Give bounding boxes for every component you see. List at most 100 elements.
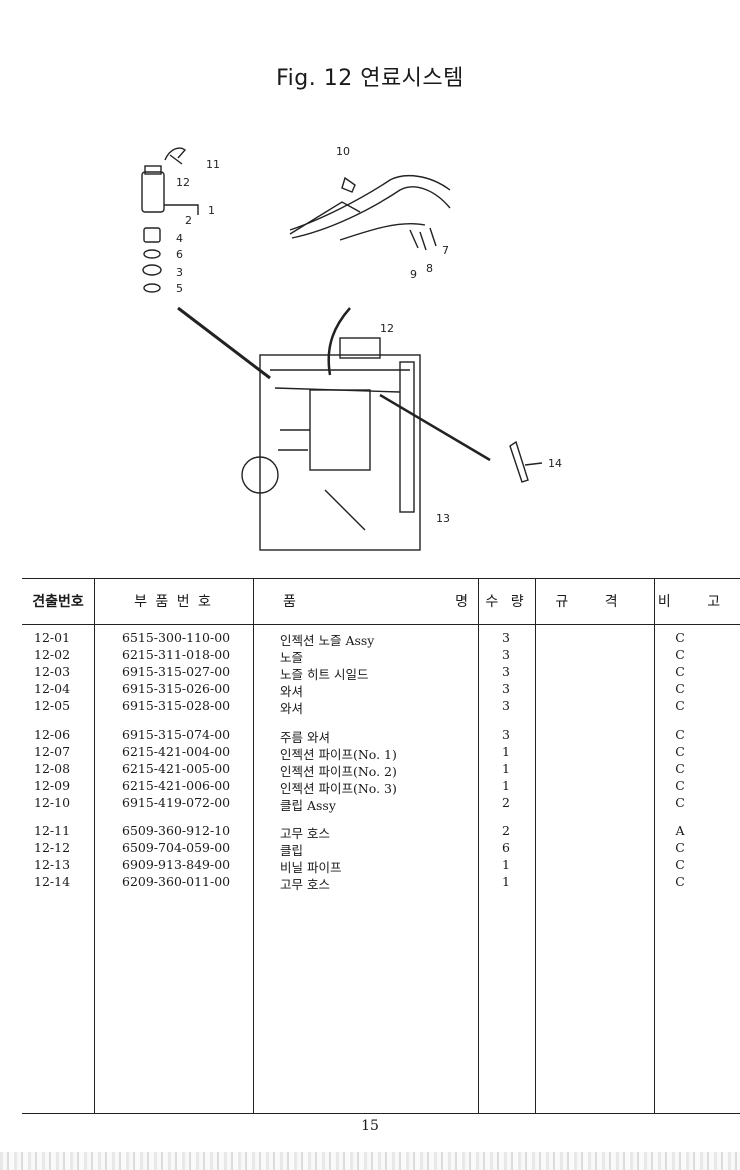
row-note: C <box>675 681 685 696</box>
figure-title: Fig. 12 연료시스템 <box>276 66 464 91</box>
header-spec: 규 격 <box>555 594 634 610</box>
diagram-label: 5 <box>176 282 183 295</box>
fuel-system-diagram: 1 2 3 4 5 6 7 8 9 10 11 12 12 13 14 <box>141 145 562 551</box>
table-top-border <box>22 578 740 579</box>
row-ref: 12-02 <box>34 647 71 662</box>
row-name: 클립 <box>280 843 304 858</box>
row-qty: 1 <box>502 744 510 759</box>
header-note: 비 고 <box>657 594 737 610</box>
diagram-label: 4 <box>176 232 183 245</box>
row-note: C <box>675 727 685 742</box>
row-note: A <box>675 823 685 838</box>
row-note: C <box>675 664 685 679</box>
row-part-no: 6915-315-074-00 <box>122 727 231 742</box>
parts-table: 견출번호 부 품 번 호 품 명 수 량 규 격 비 고 12-01 6515-3… <box>22 578 740 1114</box>
table-bottom-border <box>22 1113 740 1114</box>
diagram-label: 12 <box>176 176 190 189</box>
row-ref: 12-01 <box>34 630 71 645</box>
header-part-no: 부 품 번 호 <box>134 594 213 610</box>
row-qty: 1 <box>502 778 510 793</box>
diagram-label: 1 <box>208 204 215 217</box>
row-ref: 12-07 <box>34 744 71 759</box>
diagram-label: 14 <box>548 457 562 470</box>
column-divider <box>94 578 95 1114</box>
table-header-border <box>22 624 740 625</box>
header-name-part2: 명 <box>455 594 468 610</box>
header-ref: 견출번호 <box>32 594 84 610</box>
row-name: 고무 호스 <box>280 877 330 892</box>
diagram-label: 8 <box>426 262 433 275</box>
row-note: C <box>675 647 685 662</box>
column-divider <box>478 578 479 1114</box>
row-name: 인젝션 노즐 Assy <box>280 633 375 648</box>
row-qty: 6 <box>502 840 510 855</box>
row-note: C <box>675 857 685 872</box>
row-qty: 3 <box>502 727 510 742</box>
row-name: 인젝션 파이프(No. 2) <box>280 764 397 779</box>
page-number: 15 <box>361 1118 379 1134</box>
row-qty: 1 <box>502 874 510 889</box>
column-divider <box>535 578 536 1114</box>
row-name: 인젝션 파이프(No. 3) <box>280 781 397 796</box>
row-note: C <box>675 778 685 793</box>
row-ref: 12-06 <box>34 727 71 742</box>
diagram-label: 7 <box>442 244 449 257</box>
row-note: C <box>675 761 685 776</box>
header-name-part1: 품 <box>283 594 296 610</box>
row-qty: 2 <box>502 823 510 838</box>
row-part-no: 6509-704-059-00 <box>122 840 231 855</box>
row-ref: 12-11 <box>34 823 71 838</box>
row-name: 노즐 <box>280 650 304 665</box>
row-ref: 12-04 <box>34 681 71 696</box>
row-ref: 12-10 <box>34 795 71 810</box>
row-note: C <box>675 795 685 810</box>
row-part-no: 6909-913-849-00 <box>122 857 231 872</box>
row-part-no: 6215-421-005-00 <box>122 761 231 776</box>
row-name: 와셔 <box>280 684 304 699</box>
row-note: C <box>675 744 685 759</box>
row-qty: 3 <box>502 681 510 696</box>
row-note: C <box>675 698 685 713</box>
row-note: C <box>675 840 685 855</box>
row-ref: 12-14 <box>34 874 71 889</box>
row-name: 인젝션 파이프(No. 1) <box>280 747 397 762</box>
column-divider <box>654 578 655 1114</box>
row-part-no: 6915-315-026-00 <box>122 681 231 696</box>
diagram-label: 10 <box>336 145 350 158</box>
row-part-no: 6515-300-110-00 <box>122 630 231 645</box>
row-qty: 2 <box>502 795 510 810</box>
row-qty: 1 <box>502 857 510 872</box>
row-part-no: 6215-311-018-00 <box>122 647 231 662</box>
diagram-label: 11 <box>206 158 220 171</box>
header-qty: 수 량 <box>485 594 528 610</box>
diagram-label: 13 <box>436 512 450 525</box>
row-part-no: 6215-421-004-00 <box>122 744 231 759</box>
row-ref: 12-09 <box>34 778 71 793</box>
row-ref: 12-03 <box>34 664 71 679</box>
row-part-no: 6915-315-028-00 <box>122 698 231 713</box>
scan-edge <box>0 1152 740 1170</box>
header-name: 품 명 <box>253 578 478 624</box>
row-part-no: 6915-419-072-00 <box>122 795 231 810</box>
row-name: 고무 호스 <box>280 826 330 841</box>
row-qty: 3 <box>502 664 510 679</box>
row-name: 와셔 <box>280 701 304 716</box>
row-ref: 12-12 <box>34 840 71 855</box>
diagram-label: 12 <box>380 322 394 335</box>
row-qty: 3 <box>502 698 510 713</box>
row-ref: 12-05 <box>34 698 71 713</box>
row-name: 노즐 히트 시일드 <box>280 667 369 682</box>
row-qty: 1 <box>502 761 510 776</box>
row-part-no: 6209-360-011-00 <box>122 874 231 889</box>
row-note: C <box>675 874 685 889</box>
row-qty: 3 <box>502 647 510 662</box>
diagram-label: 6 <box>176 248 183 261</box>
row-note: C <box>675 630 685 645</box>
column-divider <box>253 578 254 1114</box>
row-part-no: 6915-315-027-00 <box>122 664 231 679</box>
diagram-label: 2 <box>185 214 192 227</box>
row-name: 주름 와셔 <box>280 730 330 745</box>
row-ref: 12-08 <box>34 761 71 776</box>
row-name: 비닐 파이프 <box>280 860 342 875</box>
row-name: 클립 Assy <box>280 798 336 813</box>
